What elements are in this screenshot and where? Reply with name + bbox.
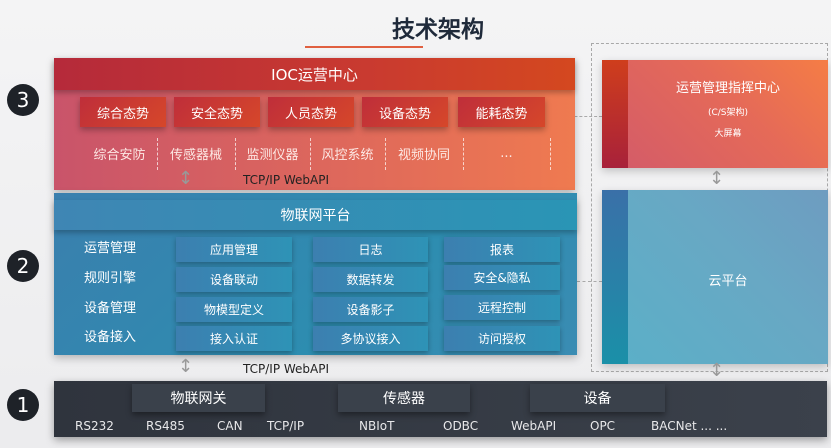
ioc-item: 综合安防 — [93, 147, 146, 163]
sensor-box[interactable]: 传感器 — [338, 384, 470, 412]
module-box[interactable]: 应用管理 — [176, 237, 292, 262]
module-box[interactable]: 报表 — [444, 237, 560, 262]
ioc-layer: IOC运营中心 综合态势 安全态势 人员态势 设备态势 能耗态势 综合安防 传感… — [54, 58, 575, 190]
protocol-label: OPC — [590, 419, 616, 433]
command-center-box: 运营管理指挥中心 (C/S架构) 大屏幕 — [602, 60, 828, 168]
device-box[interactable]: 设备 — [530, 384, 665, 412]
double-arrow-icon: ↕ — [178, 356, 194, 377]
situation-button[interactable]: 综合态势 — [80, 97, 166, 127]
protocol-label: CAN — [217, 419, 243, 433]
row-label: 设备管理 — [84, 301, 137, 316]
double-arrow-icon: ↕ — [709, 360, 725, 381]
double-arrow-icon: ↕ — [178, 168, 194, 189]
protocol-label: NBIoT — [359, 419, 395, 433]
gateway-box[interactable]: 物联网关 — [132, 384, 265, 412]
divider — [235, 138, 236, 170]
layer-number-1: 1 — [7, 389, 39, 421]
protocol-label: RS232 — [75, 419, 114, 433]
command-center-detail: 大屏幕 — [714, 129, 742, 139]
ioc-item: 传感器械 — [169, 147, 222, 163]
title-underline — [305, 46, 423, 48]
module-box[interactable]: 安全&隐私 — [444, 265, 560, 290]
divider — [550, 138, 551, 170]
page-title: 技术架构 — [392, 17, 484, 43]
iot-platform-header: 物联网平台 — [54, 200, 577, 230]
cloud-title: 云平台 — [708, 274, 748, 289]
module-box[interactable]: 接入认证 — [176, 326, 292, 351]
layer-number-3: 3 — [7, 84, 39, 116]
iot-platform-layer: 物联网平台 运营管理 规则引擎 设备管理 设备接入 应用管理 日志 报表 设备联… — [54, 193, 577, 355]
command-center-subtitle: (C/S架构) — [707, 108, 749, 118]
protocol-label: ODBC — [443, 419, 479, 433]
divider — [463, 138, 464, 170]
ioc-item: ... — [500, 145, 513, 161]
divider — [157, 138, 158, 170]
row-label: 运营管理 — [84, 241, 137, 256]
connector-line — [577, 281, 602, 282]
protocol-label: RS485 — [146, 419, 185, 433]
protocol-label: BACNet ... ... — [651, 419, 728, 433]
situation-button[interactable]: 能耗态势 — [458, 97, 545, 127]
module-box[interactable]: 日志 — [313, 237, 428, 262]
command-center-title: 运营管理指挥中心 — [675, 81, 780, 96]
ioc-item: 监测仪器 — [246, 147, 299, 163]
cloud-platform-box: 云平台 — [602, 190, 828, 364]
module-box[interactable]: 访问授权 — [444, 326, 560, 351]
row-label: 规则引擎 — [84, 271, 137, 286]
divider — [310, 138, 311, 170]
ioc-item: 风控系统 — [321, 147, 374, 163]
protocol-label: TCP/IP — [267, 419, 305, 433]
module-box[interactable]: 多协议接入 — [313, 326, 428, 351]
situation-button[interactable]: 人员态势 — [268, 97, 354, 127]
situation-button[interactable]: 设备态势 — [362, 97, 448, 127]
link-protocol-label: TCP/IP WebAPI — [243, 173, 330, 187]
situation-button[interactable]: 安全态势 — [174, 97, 260, 127]
divider — [385, 138, 386, 170]
strip — [602, 60, 628, 168]
double-arrow-icon: ↕ — [709, 168, 725, 189]
protocol-label: WebAPI — [511, 419, 557, 433]
module-box[interactable]: 物模型定义 — [176, 297, 292, 322]
device-layer: 物联网关 传感器 设备 RS232 RS485 CAN TCP/IP NBIoT… — [54, 381, 827, 437]
ioc-item: 视频协同 — [397, 147, 450, 163]
strip — [602, 190, 628, 364]
link-protocol-label: TCP/IP WebAPI — [243, 362, 330, 376]
row-label: 设备接入 — [84, 330, 137, 345]
module-box[interactable]: 设备影子 — [313, 297, 428, 322]
module-box[interactable]: 远程控制 — [444, 295, 560, 320]
layer-number-2: 2 — [7, 250, 39, 282]
module-box[interactable]: 设备联动 — [176, 267, 292, 292]
module-box[interactable]: 数据转发 — [313, 267, 428, 292]
ioc-header: IOC运营中心 — [54, 58, 575, 90]
